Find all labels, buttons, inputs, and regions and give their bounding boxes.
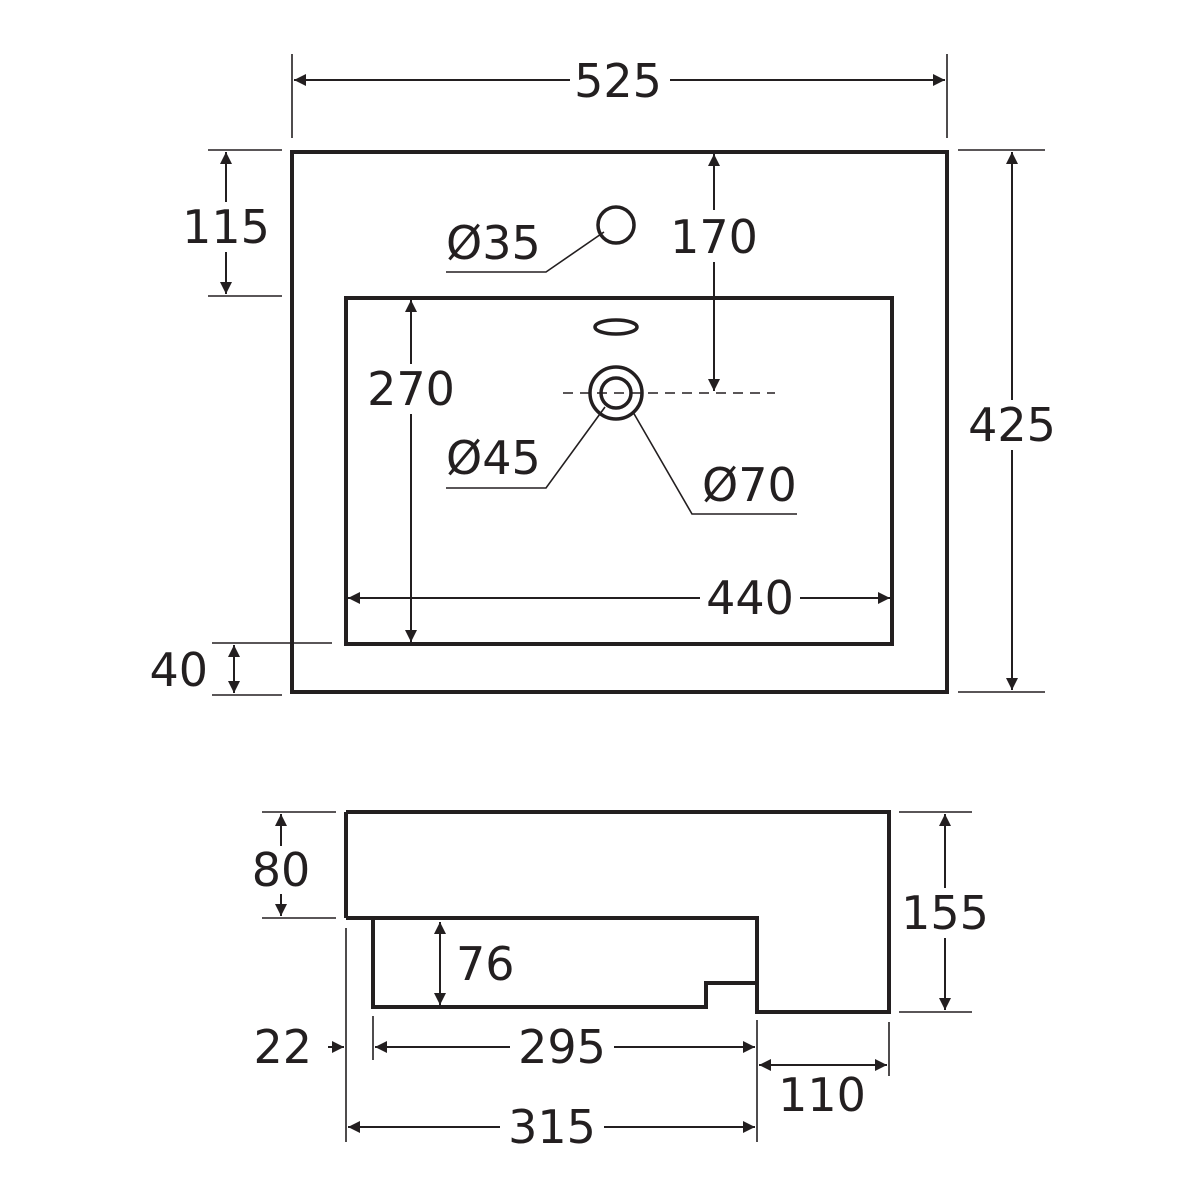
waste-diameter-label: Ø45 — [446, 431, 541, 485]
tap-hole — [596, 205, 636, 245]
rim-overhang-label: 22 — [253, 1020, 312, 1074]
rear-section-label: 110 — [778, 1068, 866, 1122]
basin-outline — [290, 150, 949, 694]
tap-hole-leader — [446, 231, 605, 273]
bowl-width-label: 440 — [706, 571, 794, 625]
side-view: 80 76 155 22 295 110 315 — [250, 810, 990, 1154]
waste-offset-label: 170 — [670, 210, 758, 264]
label-mask — [182, 202, 266, 252]
waste-diameter-leader — [446, 406, 606, 489]
bowl-outline — [344, 296, 894, 646]
bowl-height-label: 76 — [456, 937, 515, 991]
label-mask — [968, 400, 1056, 450]
overflow-slot — [593, 318, 639, 336]
bowl-depth-label: 270 — [367, 362, 455, 416]
label-mask — [668, 210, 760, 262]
waste-outer-diameter-label: Ø70 — [702, 458, 797, 512]
rim-height-label: 80 — [252, 843, 311, 897]
overall-height-label: 155 — [901, 886, 989, 940]
label-mask — [250, 846, 312, 894]
tap-hole-diameter-label: Ø35 — [446, 216, 541, 270]
top-view: 525 425 115 170 Ø35 270 Ø45 Ø70 440 — [149, 54, 1056, 697]
overall-depth-label: 425 — [968, 398, 1056, 452]
waste-outer-diameter-leader — [632, 411, 797, 515]
label-mask — [510, 1022, 614, 1072]
overall-width-label: 525 — [574, 54, 662, 108]
label-mask — [570, 55, 670, 105]
tap-hole-offset-label: 115 — [182, 200, 270, 254]
bowl-length-label: 295 — [518, 1020, 606, 1074]
label-mask — [900, 888, 990, 938]
label-mask — [700, 573, 800, 623]
front-rim-label: 40 — [149, 643, 208, 697]
side-profile-outline — [346, 810, 891, 1014]
base-to-step-label: 315 — [508, 1100, 596, 1154]
label-mask — [500, 1102, 604, 1152]
label-mask — [366, 364, 456, 414]
